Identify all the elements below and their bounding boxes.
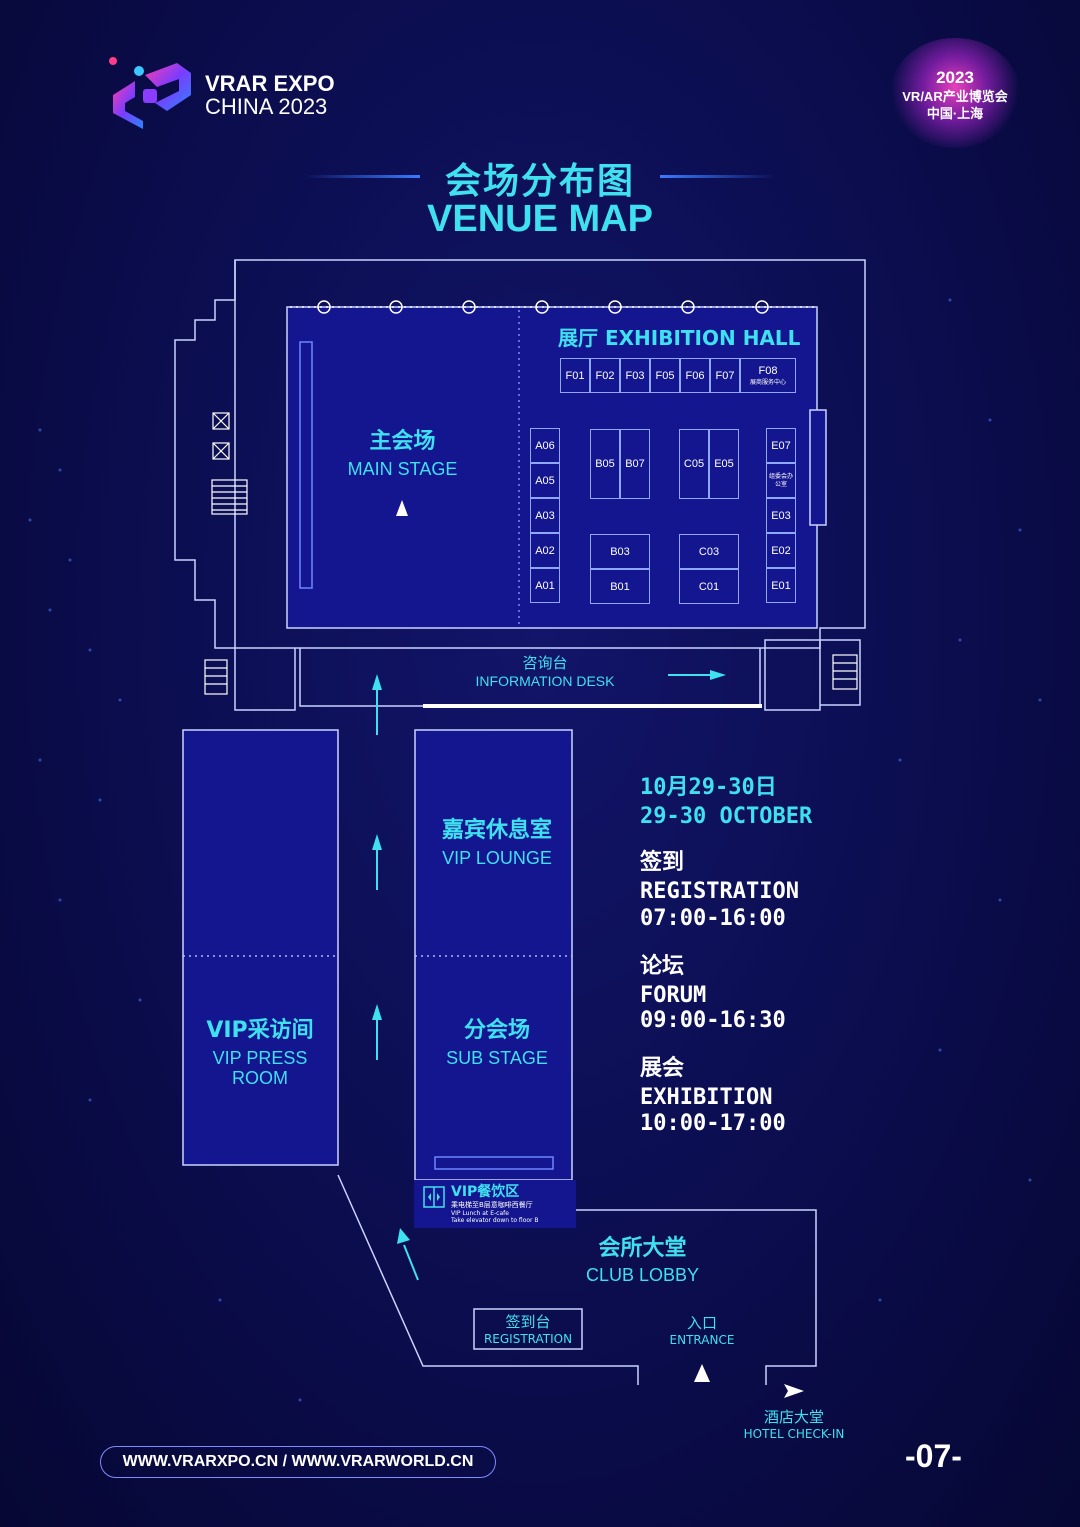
- club-lobby-label-cn: 会所大堂: [598, 1236, 687, 1261]
- schedule-date-cn: 10月29-30日: [640, 775, 777, 800]
- page-title-cn: 会场分布图: [444, 161, 635, 202]
- schedule-exhibition-cn: 展会: [640, 1056, 685, 1081]
- booth-a02: A02: [530, 533, 560, 568]
- information-desk: 咨询台 INFORMATION DESK: [455, 652, 635, 689]
- booth-e03: E03: [766, 498, 796, 533]
- booth-e01: E01: [766, 568, 796, 603]
- registration-desk-label-en: REGISTRATION: [483, 1332, 573, 1346]
- booth-f08-sub: 展商服务中心: [749, 380, 786, 386]
- schedule-forum-cn: 论坛: [640, 954, 685, 979]
- logo-wordmark: VRAR EXPO CHINA 2023: [205, 72, 335, 118]
- main-stage-area: 主会场 MAIN STAGE: [320, 423, 485, 480]
- booth-f03: F03: [620, 358, 650, 393]
- schedule-registration-time: 07:00-16:00: [640, 906, 786, 931]
- vip-lounge-label-en: VIP LOUNGE: [442, 848, 552, 868]
- booth-f07: F07: [710, 358, 740, 393]
- badge-year: 2023: [936, 68, 974, 87]
- club-lobby-area: 会所大堂 CLUB LOBBY: [560, 1230, 725, 1286]
- organizer-office: 组委会办公室: [766, 463, 796, 498]
- logo-line-1: VRAR EXPO: [205, 71, 335, 96]
- vip-press-room-area: VIP采访间 VIP PRESS ROOM: [185, 1012, 335, 1088]
- elevator-icon: [423, 1186, 445, 1208]
- booth-b01: B01: [590, 569, 650, 604]
- vip-press-label-cn: VIP采访间: [206, 1018, 314, 1043]
- vip-dining-sub-2: VIP Lunch at E-cafe: [451, 1210, 509, 1217]
- registration-desk: 签到台 REGISTRATION: [474, 1311, 582, 1346]
- vip-press-label-en-2: ROOM: [232, 1068, 288, 1088]
- vip-dining-area: VIP餐饮区 乘电梯至B层意咖啡西餐厅 VIP Lunch at E-cafe …: [451, 1181, 576, 1224]
- schedule-forum-en: FORUM: [640, 983, 707, 1008]
- booth-c03: C03: [679, 534, 739, 569]
- booth-f01: F01: [560, 358, 590, 393]
- booth-e02: E02: [766, 533, 796, 568]
- schedule-forum-time: 09:00-16:30: [640, 1008, 786, 1033]
- hotel-label-cn: 酒店大堂: [763, 1408, 824, 1426]
- sub-stage-area: 分会场 SUB STAGE: [418, 1012, 576, 1069]
- booth-b07: B07: [620, 429, 650, 499]
- booth-c01: C01: [679, 569, 739, 604]
- vip-lounge-area: 嘉宾休息室 VIP LOUNGE: [418, 812, 576, 869]
- hotel-label-en: HOTEL CHECK-IN: [743, 1427, 845, 1441]
- booth-e05: E05: [709, 429, 739, 499]
- entrance: 入口 ENTRANCE: [652, 1312, 752, 1347]
- vrar-expo-logo-icon: [109, 57, 191, 129]
- schedule-date-en: 29-30 OCTOBER: [640, 804, 813, 829]
- registration-desk-label-cn: 签到台: [505, 1313, 551, 1331]
- page-title-en: VENUE MAP: [427, 198, 653, 240]
- schedule-registration-cn: 签到: [640, 850, 685, 875]
- logo-line-2: CHINA 2023: [205, 94, 328, 119]
- booth-b05: B05: [590, 429, 620, 499]
- sub-stage-label-en: SUB STAGE: [446, 1048, 548, 1068]
- booth-a05: A05: [530, 463, 560, 498]
- booth-f06: F06: [680, 358, 710, 393]
- hotel-lobby: 酒店大堂 HOTEL CHECK-IN: [730, 1406, 858, 1441]
- booth-a03: A03: [530, 498, 560, 533]
- booth-a06: A06: [530, 428, 560, 463]
- exhibition-hall-label: 展厅 EXHIBITION HALL: [558, 326, 801, 350]
- booth-f02: F02: [590, 358, 620, 393]
- vip-dining-label: VIP餐饮区: [451, 1184, 520, 1200]
- booth-e07: E07: [766, 428, 796, 463]
- booth-f08: F08 展商服务中心: [740, 358, 796, 393]
- badge-line-2: 中国·上海: [926, 106, 984, 121]
- event-badge: 2023 VR/AR产业博览会 中国·上海: [890, 38, 1020, 148]
- vip-press-label-en-1: VIP PRESS: [212, 1048, 308, 1068]
- booth-f08-label: F08: [758, 365, 778, 377]
- main-stage-label-cn: 主会场: [369, 429, 436, 454]
- main-stage-label-en: MAIN STAGE: [347, 459, 458, 479]
- club-lobby-label-en: CLUB LOBBY: [585, 1265, 700, 1285]
- booth-a01: A01: [530, 568, 560, 603]
- vip-dining-sub-1: 乘电梯至B层意咖啡西餐厅: [451, 1201, 533, 1209]
- title-rule-left: [305, 175, 420, 178]
- booth-c05: C05: [679, 429, 709, 499]
- website-urls: WWW.VRARXPO.CN / WWW.VRARWORLD.CN: [100, 1446, 496, 1478]
- schedule-registration-en: REGISTRATION: [640, 879, 799, 904]
- page-number: -07-: [905, 1438, 962, 1474]
- info-desk-label-en: INFORMATION DESK: [475, 673, 615, 689]
- entrance-label-cn: 入口: [686, 1314, 717, 1332]
- vip-lounge-label-cn: 嘉宾休息室: [441, 818, 552, 843]
- schedule-exhibition-en: EXHIBITION: [640, 1085, 773, 1110]
- vip-dining-sub-3: Take elevator down to floor B: [451, 1217, 539, 1224]
- booth-b03: B03: [590, 534, 650, 569]
- entrance-label-en: ENTRANCE: [669, 1333, 735, 1347]
- badge-line-1: VR/AR产业博览会: [902, 89, 1008, 104]
- schedule-exhibition-time: 10:00-17:00: [640, 1111, 786, 1136]
- sub-stage-label-cn: 分会场: [463, 1018, 530, 1043]
- booth-f05: F05: [650, 358, 680, 393]
- info-desk-label-cn: 咨询台: [522, 654, 568, 672]
